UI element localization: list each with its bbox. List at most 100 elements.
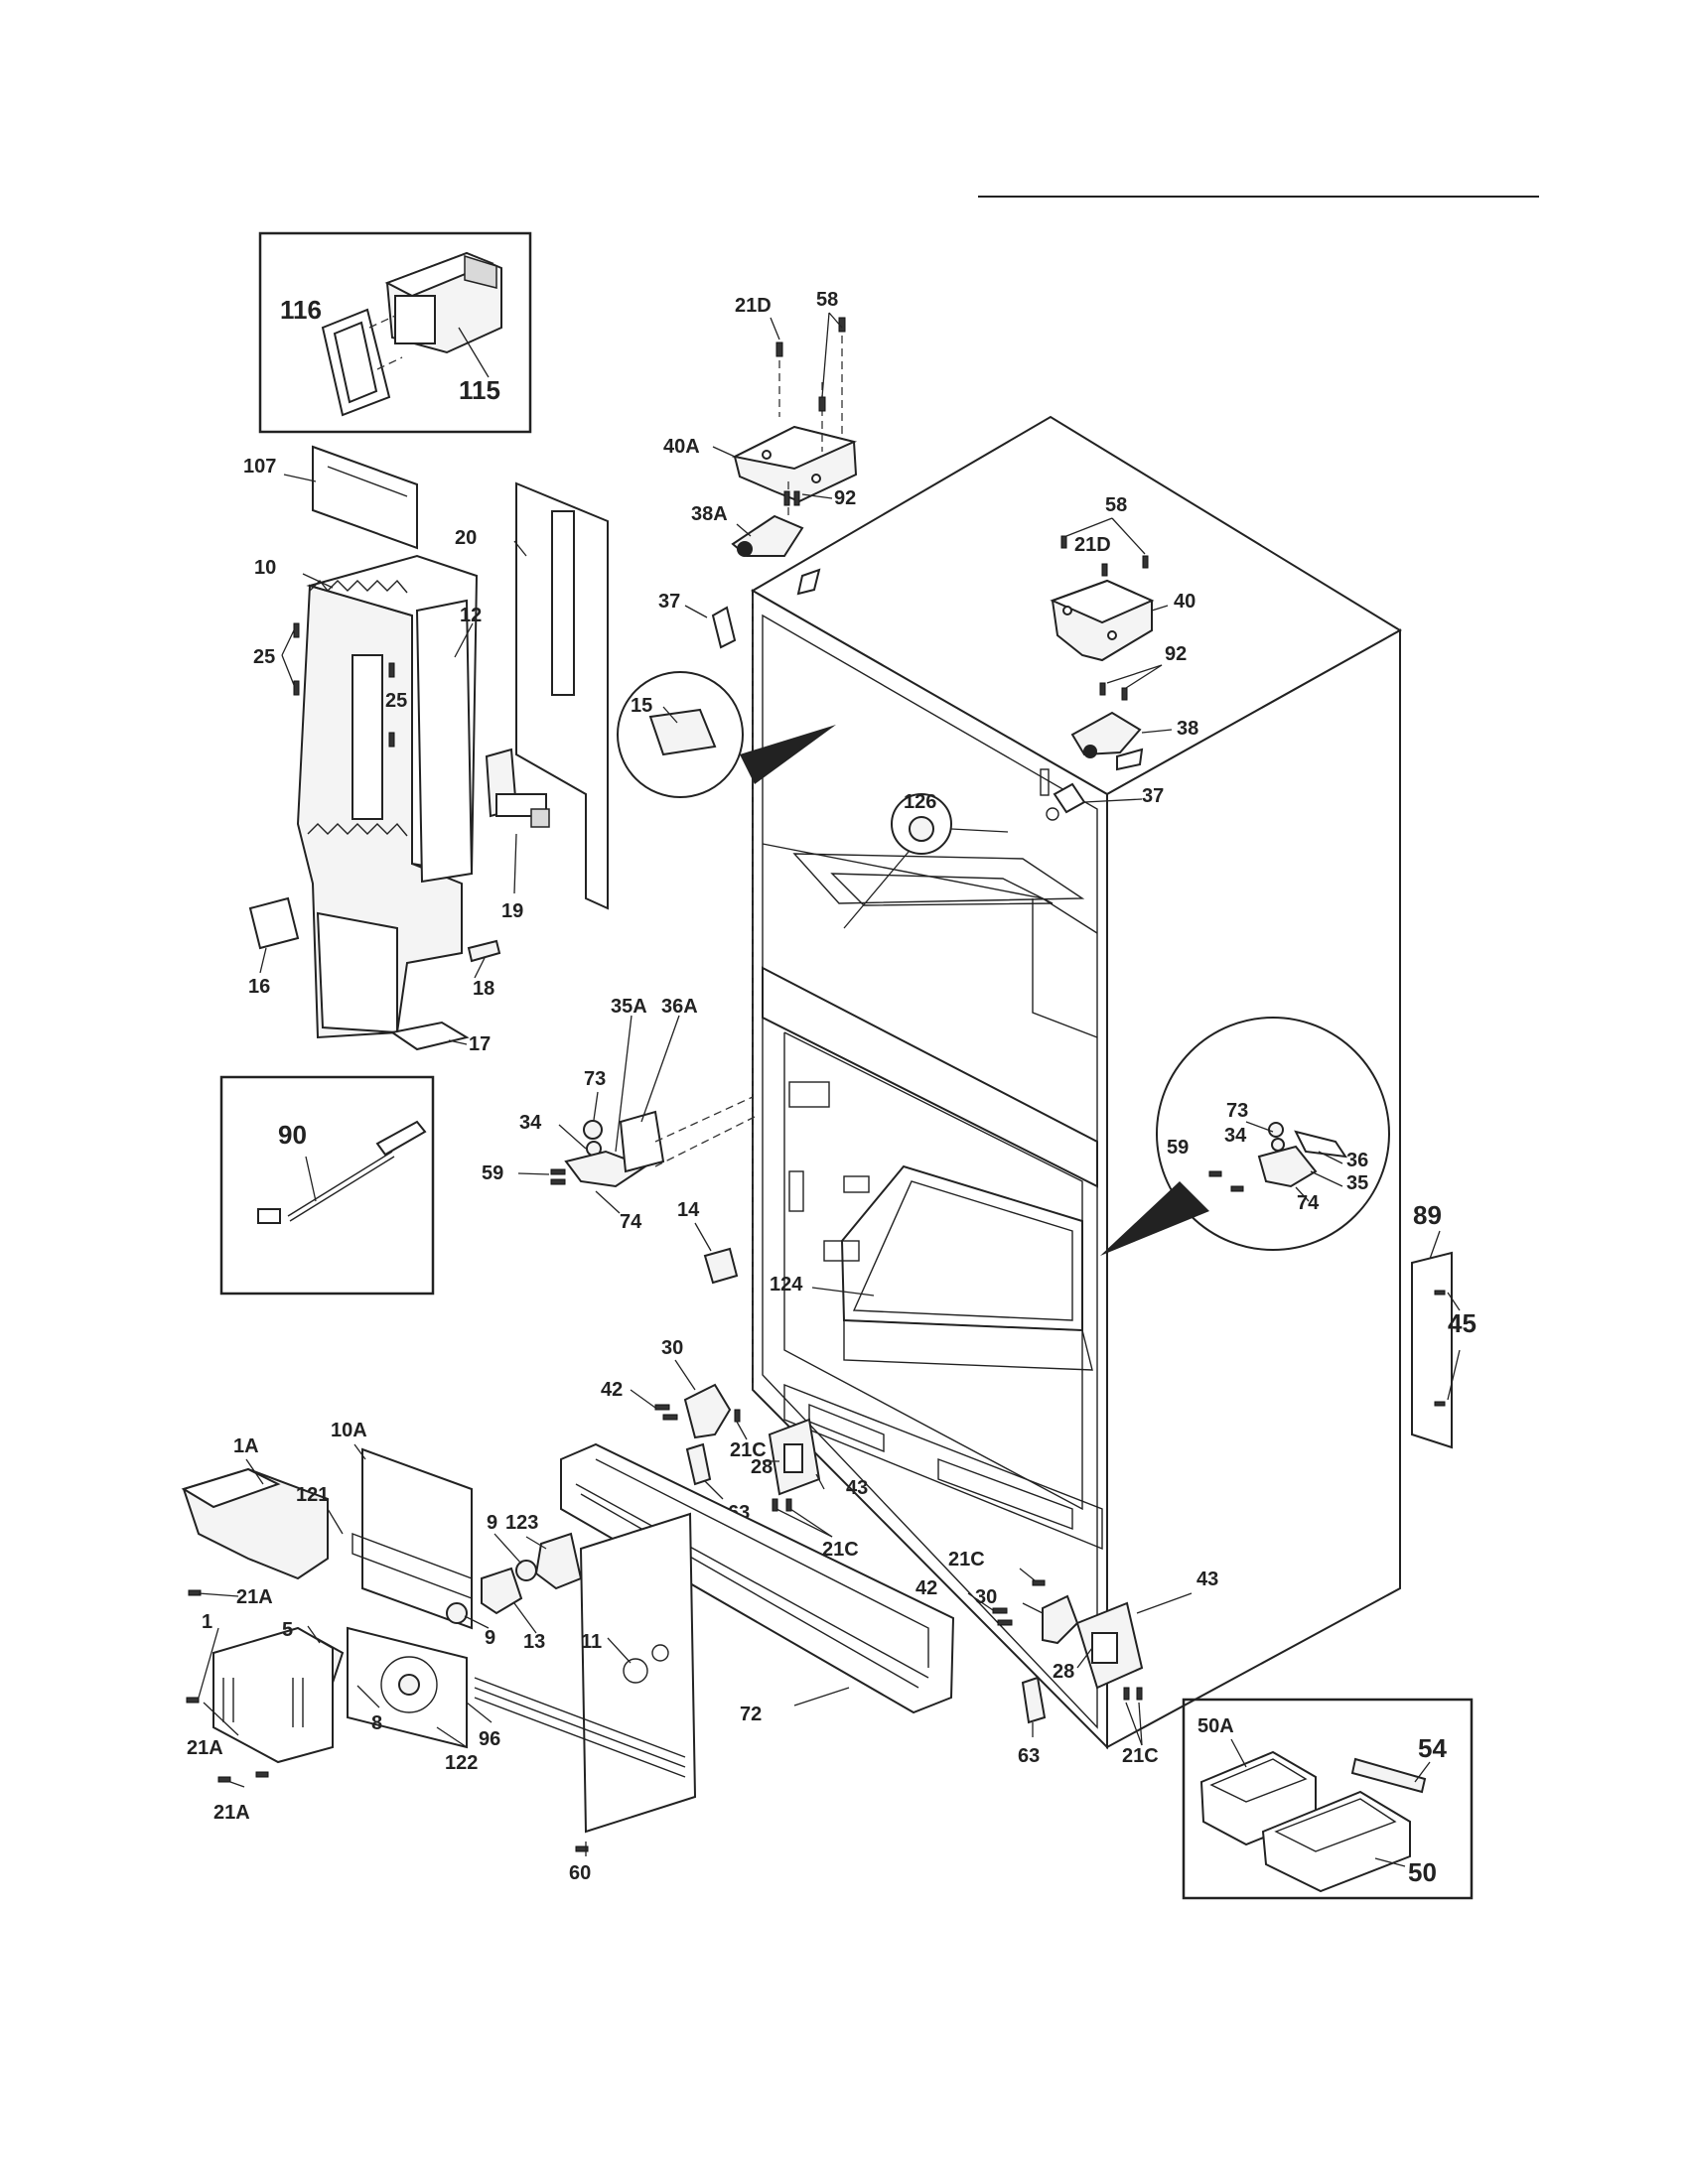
label-21A-b: 21A: [187, 1737, 223, 1759]
label-17: 17: [469, 1033, 491, 1055]
part-123-bracket: [534, 1532, 583, 1590]
part-14-clip: [703, 1247, 739, 1285]
part-19-motor: [485, 748, 550, 828]
inset-seal-and-housing: 116 115: [258, 231, 532, 434]
air-duct-assembly: 107 20 10 12 25 25 19 16 18 17: [243, 445, 609, 1055]
label-59-left: 59: [482, 1162, 503, 1184]
label-122: 122: [445, 1752, 478, 1774]
refrigerator-cabinet: [751, 415, 1402, 1750]
inset-heater: 90: [219, 1075, 435, 1296]
label-43-left: 43: [846, 1477, 868, 1499]
part-54-strip: [1350, 1757, 1427, 1794]
label-36: 36: [1346, 1150, 1368, 1171]
label-21C-c: 21C: [948, 1549, 985, 1570]
label-16: 16: [248, 976, 270, 998]
label-45: 45: [1448, 1308, 1477, 1338]
label-54: 54: [1418, 1733, 1447, 1763]
part-12-damper: [415, 599, 474, 884]
label-74-left: 74: [620, 1211, 642, 1233]
inset-ice-trays: 50A 54 50: [1182, 1698, 1474, 1900]
label-38A: 38A: [691, 503, 728, 525]
label-116: 116: [280, 295, 322, 325]
label-40A: 40A: [663, 436, 700, 458]
part-116-seal: [321, 308, 391, 417]
label-123: 123: [505, 1512, 538, 1534]
part-72-toe-grille: 72: [560, 1442, 955, 1725]
label-72: 72: [740, 1704, 762, 1725]
callout-15: 15: [617, 671, 836, 798]
part-18-rod: [467, 939, 501, 963]
hinge-top-left: 21D 58 40A 92 38A: [663, 289, 858, 596]
label-73-right: 73: [1226, 1100, 1248, 1122]
label-14: 14: [677, 1199, 700, 1221]
label-58-top: 58: [816, 289, 838, 311]
label-10A: 10A: [331, 1420, 367, 1441]
label-74-right: 74: [1297, 1192, 1320, 1214]
label-92-right: 92: [1165, 643, 1187, 665]
label-73-left: 73: [584, 1068, 606, 1090]
label-12: 12: [460, 605, 482, 626]
label-59-right: 59: [1167, 1137, 1189, 1159]
label-35A: 35A: [611, 996, 647, 1018]
part-10A-panel: [361, 1447, 473, 1630]
label-25a: 25: [253, 646, 275, 668]
label-11: 11: [581, 1631, 602, 1653]
part-89-side-panel: 89 45: [1411, 1200, 1477, 1449]
part-1-cover: [212, 1626, 334, 1764]
label-115: 115: [459, 375, 500, 405]
label-1A: 1A: [233, 1435, 259, 1457]
label-30-left: 30: [661, 1337, 683, 1359]
label-90: 90: [278, 1120, 307, 1150]
label-21D-top: 21D: [735, 295, 772, 317]
label-92-top: 92: [834, 487, 856, 509]
label-121: 121: [296, 1484, 329, 1506]
label-20: 20: [455, 527, 477, 549]
part-107-film: [312, 445, 418, 550]
part-9-grommet-a: [515, 1560, 537, 1581]
label-43-right: 43: [1196, 1569, 1218, 1590]
label-34-left: 34: [519, 1112, 542, 1134]
callout-126: 126: [843, 791, 1009, 929]
label-42-right: 42: [915, 1577, 937, 1599]
label-38: 38: [1177, 718, 1198, 740]
label-60: 60: [569, 1862, 591, 1884]
label-124: 124: [770, 1274, 803, 1296]
part-13-motor: [481, 1567, 523, 1615]
label-8: 8: [371, 1712, 382, 1734]
part-124-pan: [840, 1164, 1083, 1332]
label-58-right: 58: [1105, 494, 1127, 516]
label-21A-c: 21A: [213, 1802, 250, 1824]
label-40: 40: [1174, 591, 1196, 613]
callout-drawer-hinge: 73 34 59 36 35 74: [1100, 1017, 1390, 1256]
part-11-panel: [579, 1512, 697, 1834]
label-18: 18: [473, 978, 494, 1000]
label-35: 35: [1346, 1172, 1368, 1194]
hinge-top-right: 58 21D 40 92 38: [1050, 494, 1198, 771]
label-21A-a: 21A: [236, 1586, 273, 1608]
label-19: 19: [501, 900, 523, 922]
part-115-housing: [368, 251, 502, 370]
label-37-right: 37: [1142, 785, 1164, 807]
label-34-right: 34: [1224, 1125, 1247, 1147]
part-17-pad: [389, 1021, 470, 1051]
label-21C-d: 21C: [1122, 1745, 1159, 1767]
label-63-right: 63: [1018, 1745, 1040, 1767]
label-50A: 50A: [1197, 1715, 1234, 1737]
part-37-left-plug: [711, 606, 737, 649]
label-37-left: 37: [658, 591, 680, 613]
label-15: 15: [631, 695, 652, 717]
label-13: 13: [523, 1631, 545, 1653]
label-30-right: 30: [975, 1586, 997, 1608]
label-25b: 25: [385, 690, 407, 712]
hinge-lower-right: 21C 42 30 43 28 63 21C: [915, 1549, 1218, 1767]
label-9a: 9: [487, 1512, 497, 1534]
label-42-left: 42: [601, 1379, 623, 1401]
label-50: 50: [1408, 1857, 1437, 1887]
label-21D-right: 21D: [1074, 534, 1111, 556]
label-126: 126: [904, 791, 936, 813]
label-21C-a: 21C: [730, 1439, 767, 1461]
hinge-middle-left: 73 35A 36A 34 59 74: [482, 996, 756, 1233]
label-9b: 9: [485, 1627, 495, 1649]
label-28-right: 28: [1053, 1661, 1074, 1683]
